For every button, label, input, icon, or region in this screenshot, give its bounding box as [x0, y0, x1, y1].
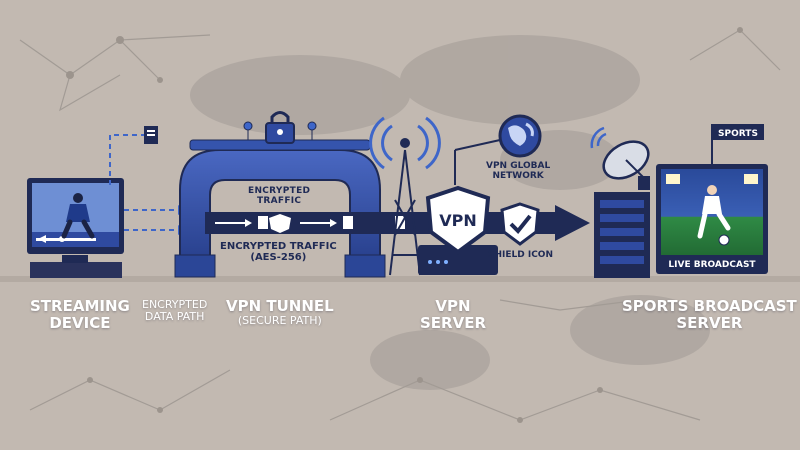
sports-flag [711, 124, 764, 166]
sports-flag-text: SPORTS [718, 129, 758, 139]
vpn-server-label: VPN SERVER [420, 298, 486, 331]
signal-waves-icon [369, 116, 441, 170]
encrypted-traffic-aes-label: ENCRYPTED TRAFFIC (AES-256) [220, 241, 337, 263]
radio-tower [389, 149, 421, 276]
vpn-global-network-line2: NETWORK [492, 170, 544, 181]
tower-top-node [400, 138, 410, 148]
live-broadcast-screen [656, 164, 768, 274]
vpn-tunnel-line1: VPN TUNNEL [226, 297, 334, 315]
streaming-device-line1: STREAMING [30, 297, 130, 315]
vpn-global-network-label: VPN GLOBAL NETWORK [486, 161, 551, 182]
streaming-device-label: STREAMING DEVICE [30, 298, 130, 331]
shield-icon-in-tunnel [269, 214, 291, 233]
globe-icon [454, 114, 542, 185]
encrypted-traffic-aes-line2: (AES-256) [250, 252, 307, 263]
vpn-tunnel [174, 139, 386, 278]
satellite-dish-icon [602, 140, 650, 190]
streaming-device-line2: DEVICE [49, 313, 111, 332]
encrypted-data-path-lines [109, 134, 178, 231]
lock-icon [265, 111, 295, 144]
ground-band [0, 276, 800, 282]
play-icon [38, 235, 46, 243]
encrypted-traffic-top-line1: ENCRYPTED [248, 186, 311, 196]
encrypted-data-path-label: ENCRYPTED DATA PATH [142, 298, 208, 324]
vpn-tunnel-line2: (SECURE PATH) [237, 313, 322, 327]
streaming-device-tv [27, 178, 124, 278]
antenna-nodes-on-tunnel [243, 121, 317, 140]
sports-broadcast-server-line2: SERVER [676, 313, 743, 332]
encrypted-traffic-top-label: ENCRYPTED TRAFFIC [248, 186, 311, 207]
dish-signal-icon [590, 126, 607, 149]
live-broadcast-text: LIVE BROADCAST [668, 260, 756, 270]
sports-broadcast-server-line1: SPORTS BROADCAST [622, 297, 797, 315]
broadcast-server-rack [594, 192, 650, 278]
file-icon-in-tunnel [258, 216, 405, 229]
network-nodes [66, 27, 743, 423]
encrypted-data-path-line1: ENCRYPTED [142, 298, 208, 311]
vpn-badge-text: VPN [439, 211, 477, 230]
checkmark-shield-icon [500, 202, 540, 246]
vpn-server-line1: VPN [435, 297, 471, 315]
encrypted-traffic-top-line2: TRAFFIC [256, 195, 302, 206]
world-map-background [190, 35, 710, 390]
encrypted-traffic-aes-line1: ENCRYPTED TRAFFIC [220, 241, 337, 252]
vpn-tunnel-label: VPN TUNNEL (SECURE PATH) [226, 298, 334, 327]
vpn-server-base [418, 245, 498, 275]
vpn-shield-icon [425, 185, 491, 255]
vpn-global-network-line1: VPN GLOBAL [486, 161, 551, 171]
vpn-server-line2: SERVER [420, 313, 487, 332]
data-file-icon-small [144, 126, 158, 144]
sports-broadcast-server-label: SPORTS BROADCAST SERVER [622, 298, 797, 331]
shield-icon-label: SHIELD ICON [488, 250, 553, 260]
encrypted-data-path-line2: DATA PATH [144, 310, 205, 324]
